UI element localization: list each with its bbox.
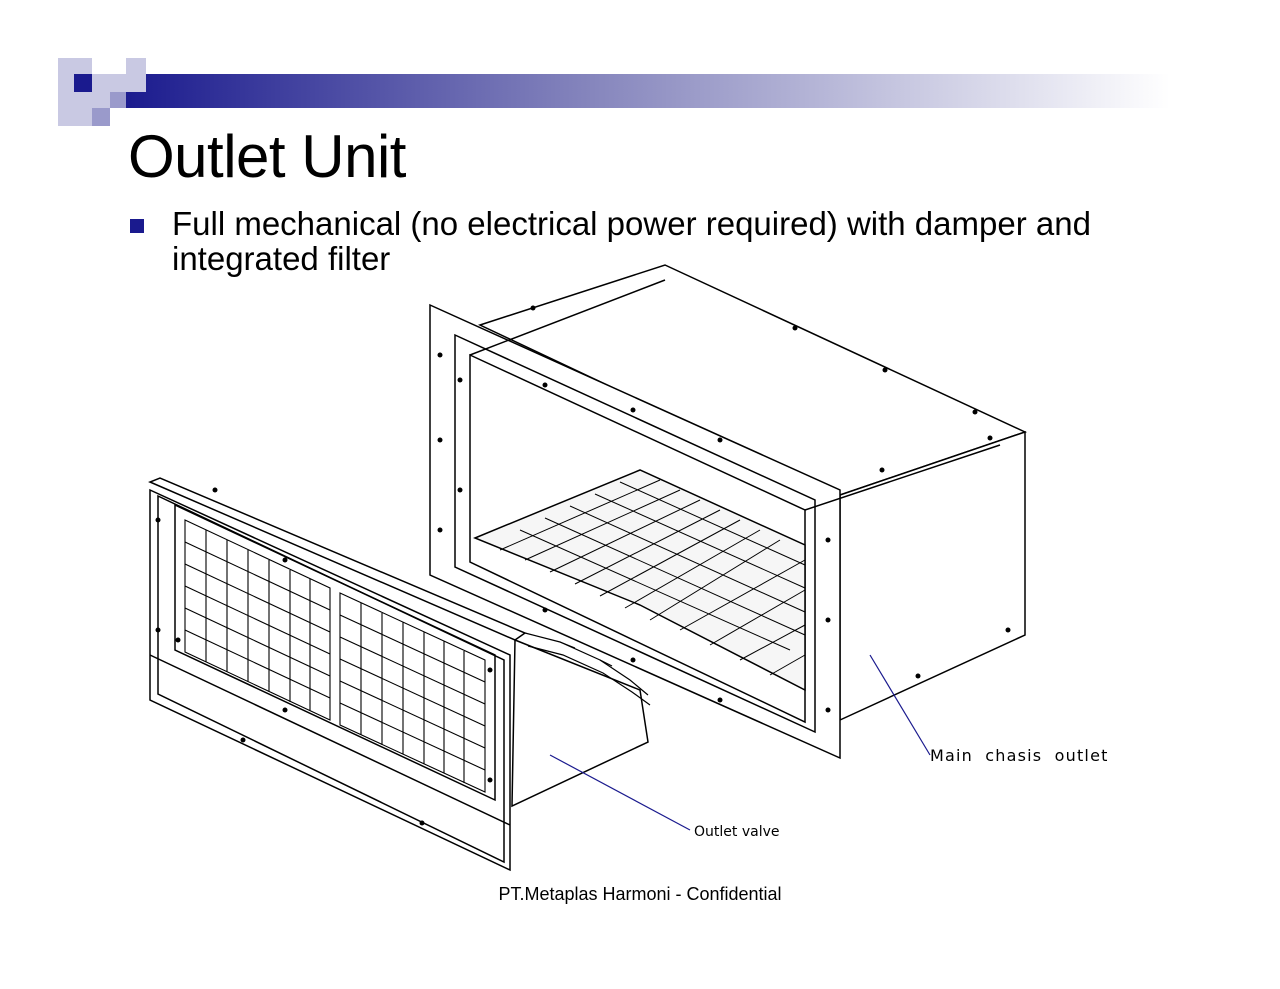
bullet-text: Full mechanical (no electrical power req… — [172, 205, 1091, 277]
outlet-valve-label: Outlet valve — [694, 824, 780, 840]
page-title: Outlet Unit — [128, 123, 406, 190]
header-decoration — [58, 58, 1170, 126]
outlet-valve-drawing — [148, 477, 651, 872]
square-bullet-icon — [130, 219, 144, 233]
main-chassis-drawing — [429, 264, 1028, 760]
outlet-unit-drawing — [148, 264, 1028, 872]
footer-text: PT.Metaplas Harmoni - Confidential — [498, 884, 782, 904]
main-chassis-label: Main chasis outlet — [930, 746, 1109, 765]
